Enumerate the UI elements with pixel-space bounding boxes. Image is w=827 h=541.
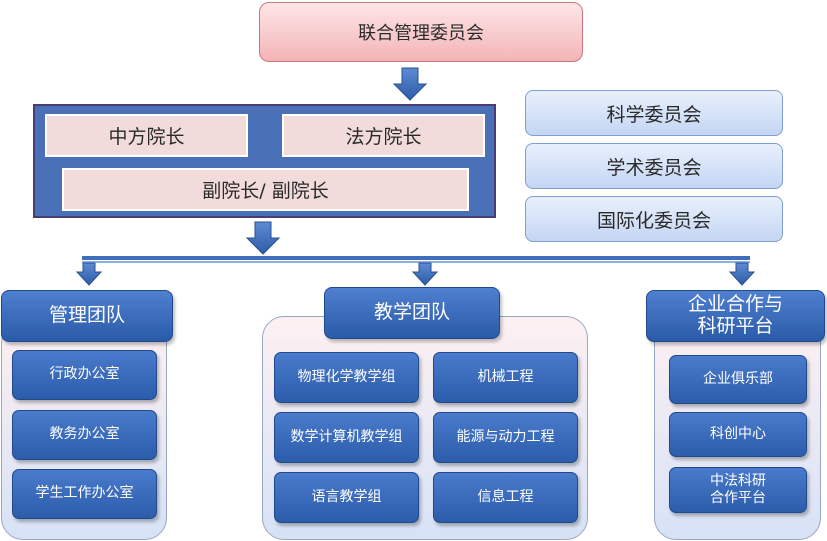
list-item: 教务办公室: [12, 410, 157, 460]
academic-committee: 学术委员会: [525, 143, 783, 189]
item-label: 物理化学教学组: [297, 368, 396, 385]
item-label: 教务办公室: [49, 426, 120, 443]
joint-management-committee-label: 联合管理委员会: [358, 23, 484, 44]
list-item: 行政办公室: [12, 350, 157, 400]
list-item: 科创中心: [669, 412, 807, 457]
item-label: 机械工程: [477, 368, 534, 385]
list-item: 物理化学教学组: [274, 352, 419, 403]
vice-deans-box: 副院长/ 副院长: [62, 168, 469, 211]
internationalization-committee-label: 国际化委员会: [596, 209, 711, 232]
chinese-dean-label: 中方院长: [108, 126, 185, 148]
item-label: 学生工作办公室: [35, 485, 134, 502]
list-item: 学生工作办公室: [12, 469, 157, 519]
item-label: 科创中心: [710, 425, 766, 442]
item-label-line1: 中法科研: [710, 472, 766, 489]
science-committee: 科学委员会: [525, 90, 783, 136]
french-dean-box: 法方院长: [282, 114, 485, 157]
science-committee-label: 科学委员会: [606, 103, 702, 126]
teaching-team-header: 教学团队: [324, 287, 500, 339]
arrow-down-enterprise: [728, 262, 756, 286]
internationalization-committee: 国际化委员会: [525, 196, 783, 242]
list-item: 数学计算机教学组: [274, 412, 419, 463]
vice-deans-label: 副院长/ 副院长: [202, 180, 329, 202]
item-label: 数学计算机教学组: [290, 428, 403, 445]
management-team-title: 管理团队: [48, 304, 125, 327]
item-label: 语言教学组: [311, 488, 382, 505]
item-label: 能源与动力工程: [456, 428, 555, 445]
arrow-down-top: [392, 67, 428, 101]
item-label-line2: 合作平台: [710, 490, 766, 506]
list-item: 语言教学组: [274, 472, 419, 523]
arrow-down-leader: [245, 221, 281, 255]
french-dean-label: 法方院长: [345, 126, 422, 148]
list-item: 能源与动力工程: [433, 412, 578, 463]
joint-management-committee: 联合管理委员会: [259, 2, 583, 62]
list-item: 企业俱乐部: [669, 355, 807, 404]
list-item: 信息工程: [433, 472, 578, 523]
chinese-dean-box: 中方院长: [45, 114, 248, 157]
item-label: 行政办公室: [49, 366, 120, 383]
enterprise-team-title-line1: 企业合作与: [687, 293, 783, 316]
enterprise-team-header: 企业合作与 科研平台: [646, 290, 825, 342]
teaching-team-title: 教学团队: [373, 301, 450, 324]
academic-committee-label: 学术委员会: [606, 156, 702, 179]
item-label: 企业俱乐部: [703, 370, 773, 387]
arrow-down-management: [75, 262, 103, 286]
item-label: 信息工程: [477, 488, 534, 505]
enterprise-team-title-line2: 科研平台: [697, 315, 774, 337]
management-team-header: 管理团队: [1, 290, 173, 342]
list-item: 机械工程: [433, 352, 578, 403]
arrow-down-teaching: [411, 262, 439, 286]
list-item: 中法科研 合作平台: [669, 467, 807, 513]
horizontal-bar: [82, 256, 750, 260]
